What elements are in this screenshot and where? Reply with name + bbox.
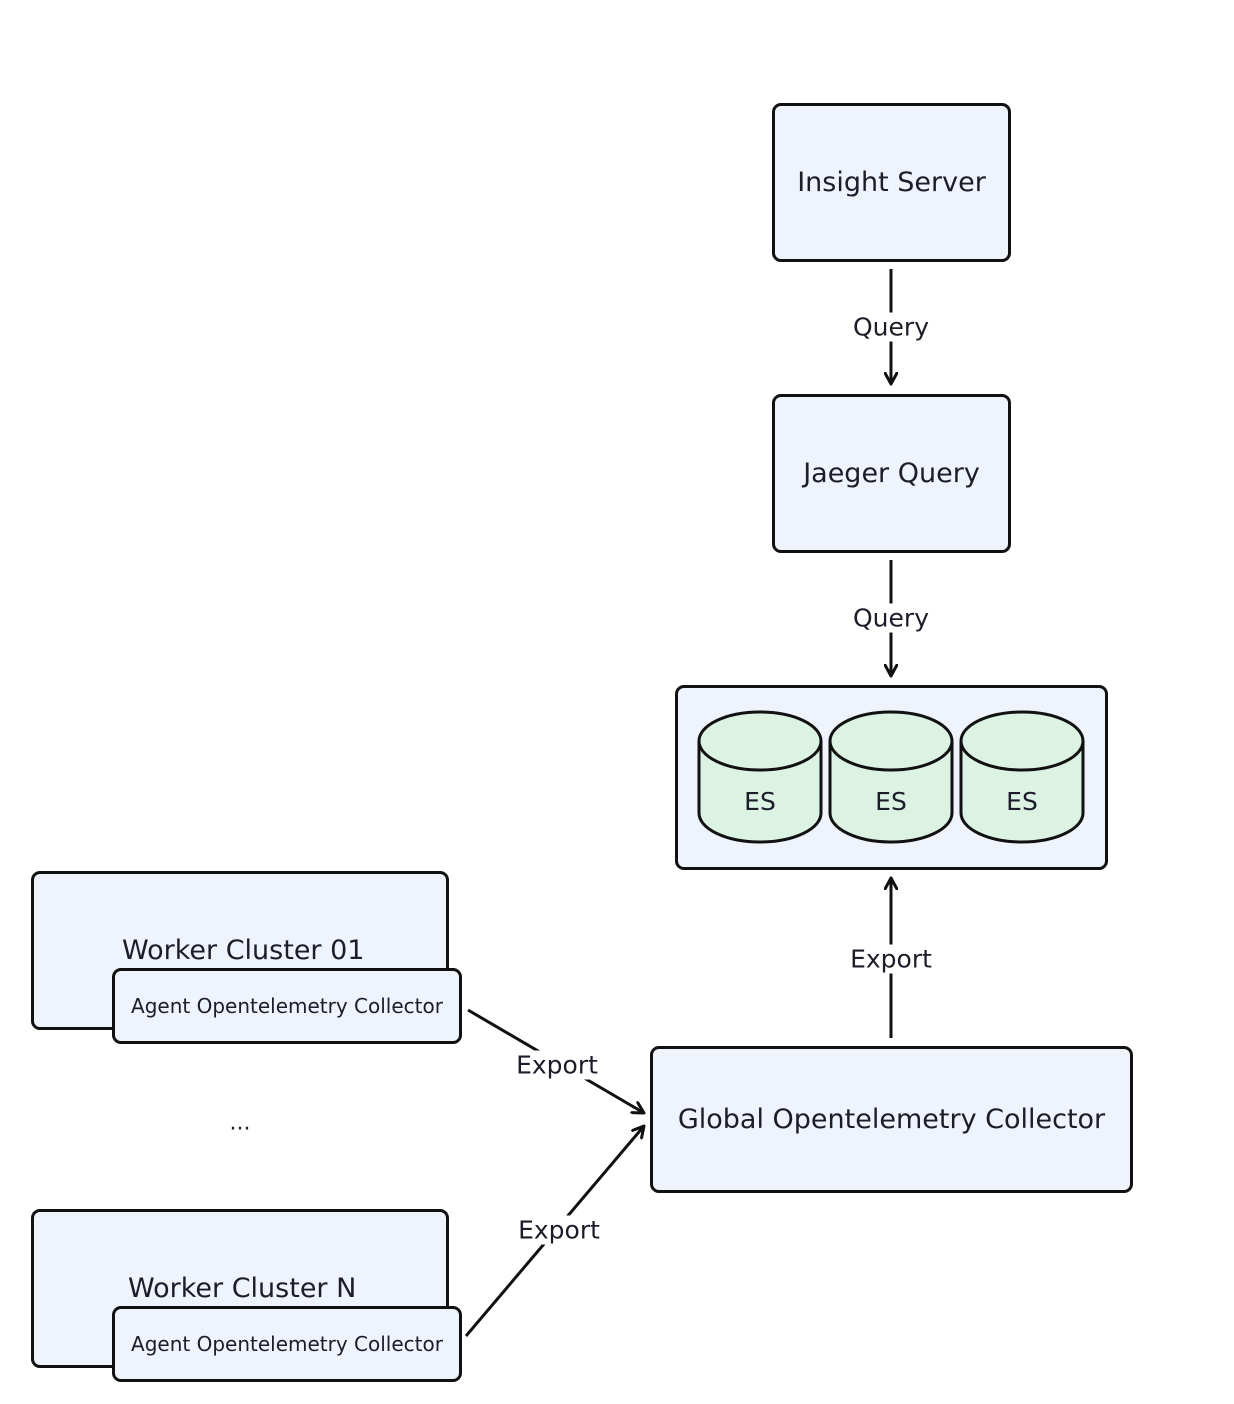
edge-label-query-top: Query: [851, 312, 931, 342]
worker-cluster-01-label: Worker Cluster 01: [122, 935, 365, 966]
es-cylinder-1: ES: [697, 710, 823, 844]
more-clusters-ellipsis: ...: [229, 1110, 251, 1136]
agent-collector-n-label: Agent Opentelemetry Collector: [131, 1332, 443, 1356]
es-label-1: ES: [744, 787, 776, 816]
agent-collector-01-node: Agent Opentelemetry Collector: [112, 968, 462, 1044]
jaeger-query-label: Jaeger Query: [803, 458, 980, 489]
edge-label-export-cluster-01: Export: [514, 1050, 600, 1080]
es-label-2: ES: [875, 787, 907, 816]
insight-server-label: Insight Server: [797, 167, 986, 198]
es-label-3: ES: [1006, 787, 1038, 816]
global-collector-node: Global Opentelemetry Collector: [650, 1046, 1133, 1193]
edge-label-export-to-es: Export: [848, 944, 934, 974]
es-cylinder-2: ES: [828, 710, 954, 844]
jaeger-query-node: Jaeger Query: [772, 394, 1011, 553]
worker-cluster-n-label: Worker Cluster N: [128, 1273, 357, 1304]
agent-collector-01-label: Agent Opentelemetry Collector: [131, 994, 443, 1018]
es-cylinder-3: ES: [959, 710, 1085, 844]
insight-server-node: Insight Server: [772, 103, 1011, 262]
agent-collector-n-node: Agent Opentelemetry Collector: [112, 1306, 462, 1382]
edge-label-export-cluster-n: Export: [516, 1215, 602, 1245]
edge-label-query-middle: Query: [851, 603, 931, 633]
global-collector-label: Global Opentelemetry Collector: [677, 1104, 1106, 1135]
